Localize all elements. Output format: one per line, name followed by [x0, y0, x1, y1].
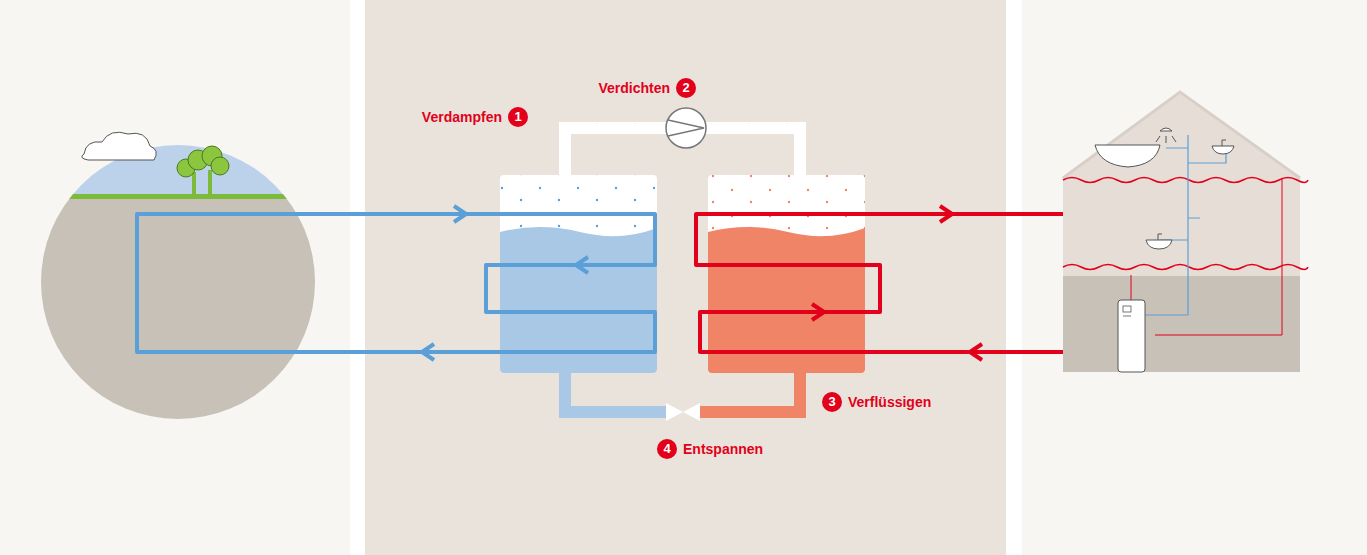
- earth-circle: [30, 130, 330, 427]
- panel: [365, 0, 1006, 555]
- callout-number: 2: [676, 78, 696, 98]
- evaporator-tank: [500, 175, 657, 373]
- callout-number: 1: [508, 107, 528, 127]
- step-label: Verflüssigen: [848, 393, 931, 411]
- source-loop: [137, 206, 655, 360]
- callout-number: 3: [822, 392, 842, 412]
- step-label: Verdichten: [598, 79, 670, 97]
- condenser-tank: [708, 175, 865, 373]
- callout-node: Verdichten 2: [598, 78, 696, 98]
- panel: [0, 0, 350, 555]
- callout-node: Verdampfen 1: [422, 107, 528, 127]
- callout-node: 4 Entspannen: [657, 439, 763, 459]
- house: [1063, 92, 1308, 372]
- callout-node: 3 Verflüssigen: [822, 392, 931, 412]
- panel: [1022, 0, 1367, 555]
- expansion-valve: [666, 403, 700, 421]
- compressor: [666, 108, 706, 148]
- trees: [177, 146, 229, 196]
- step-label: Verdampfen: [422, 108, 502, 126]
- cloud: [82, 132, 157, 160]
- callout-number: 4: [657, 439, 677, 459]
- step-label: Entspannen: [683, 440, 763, 458]
